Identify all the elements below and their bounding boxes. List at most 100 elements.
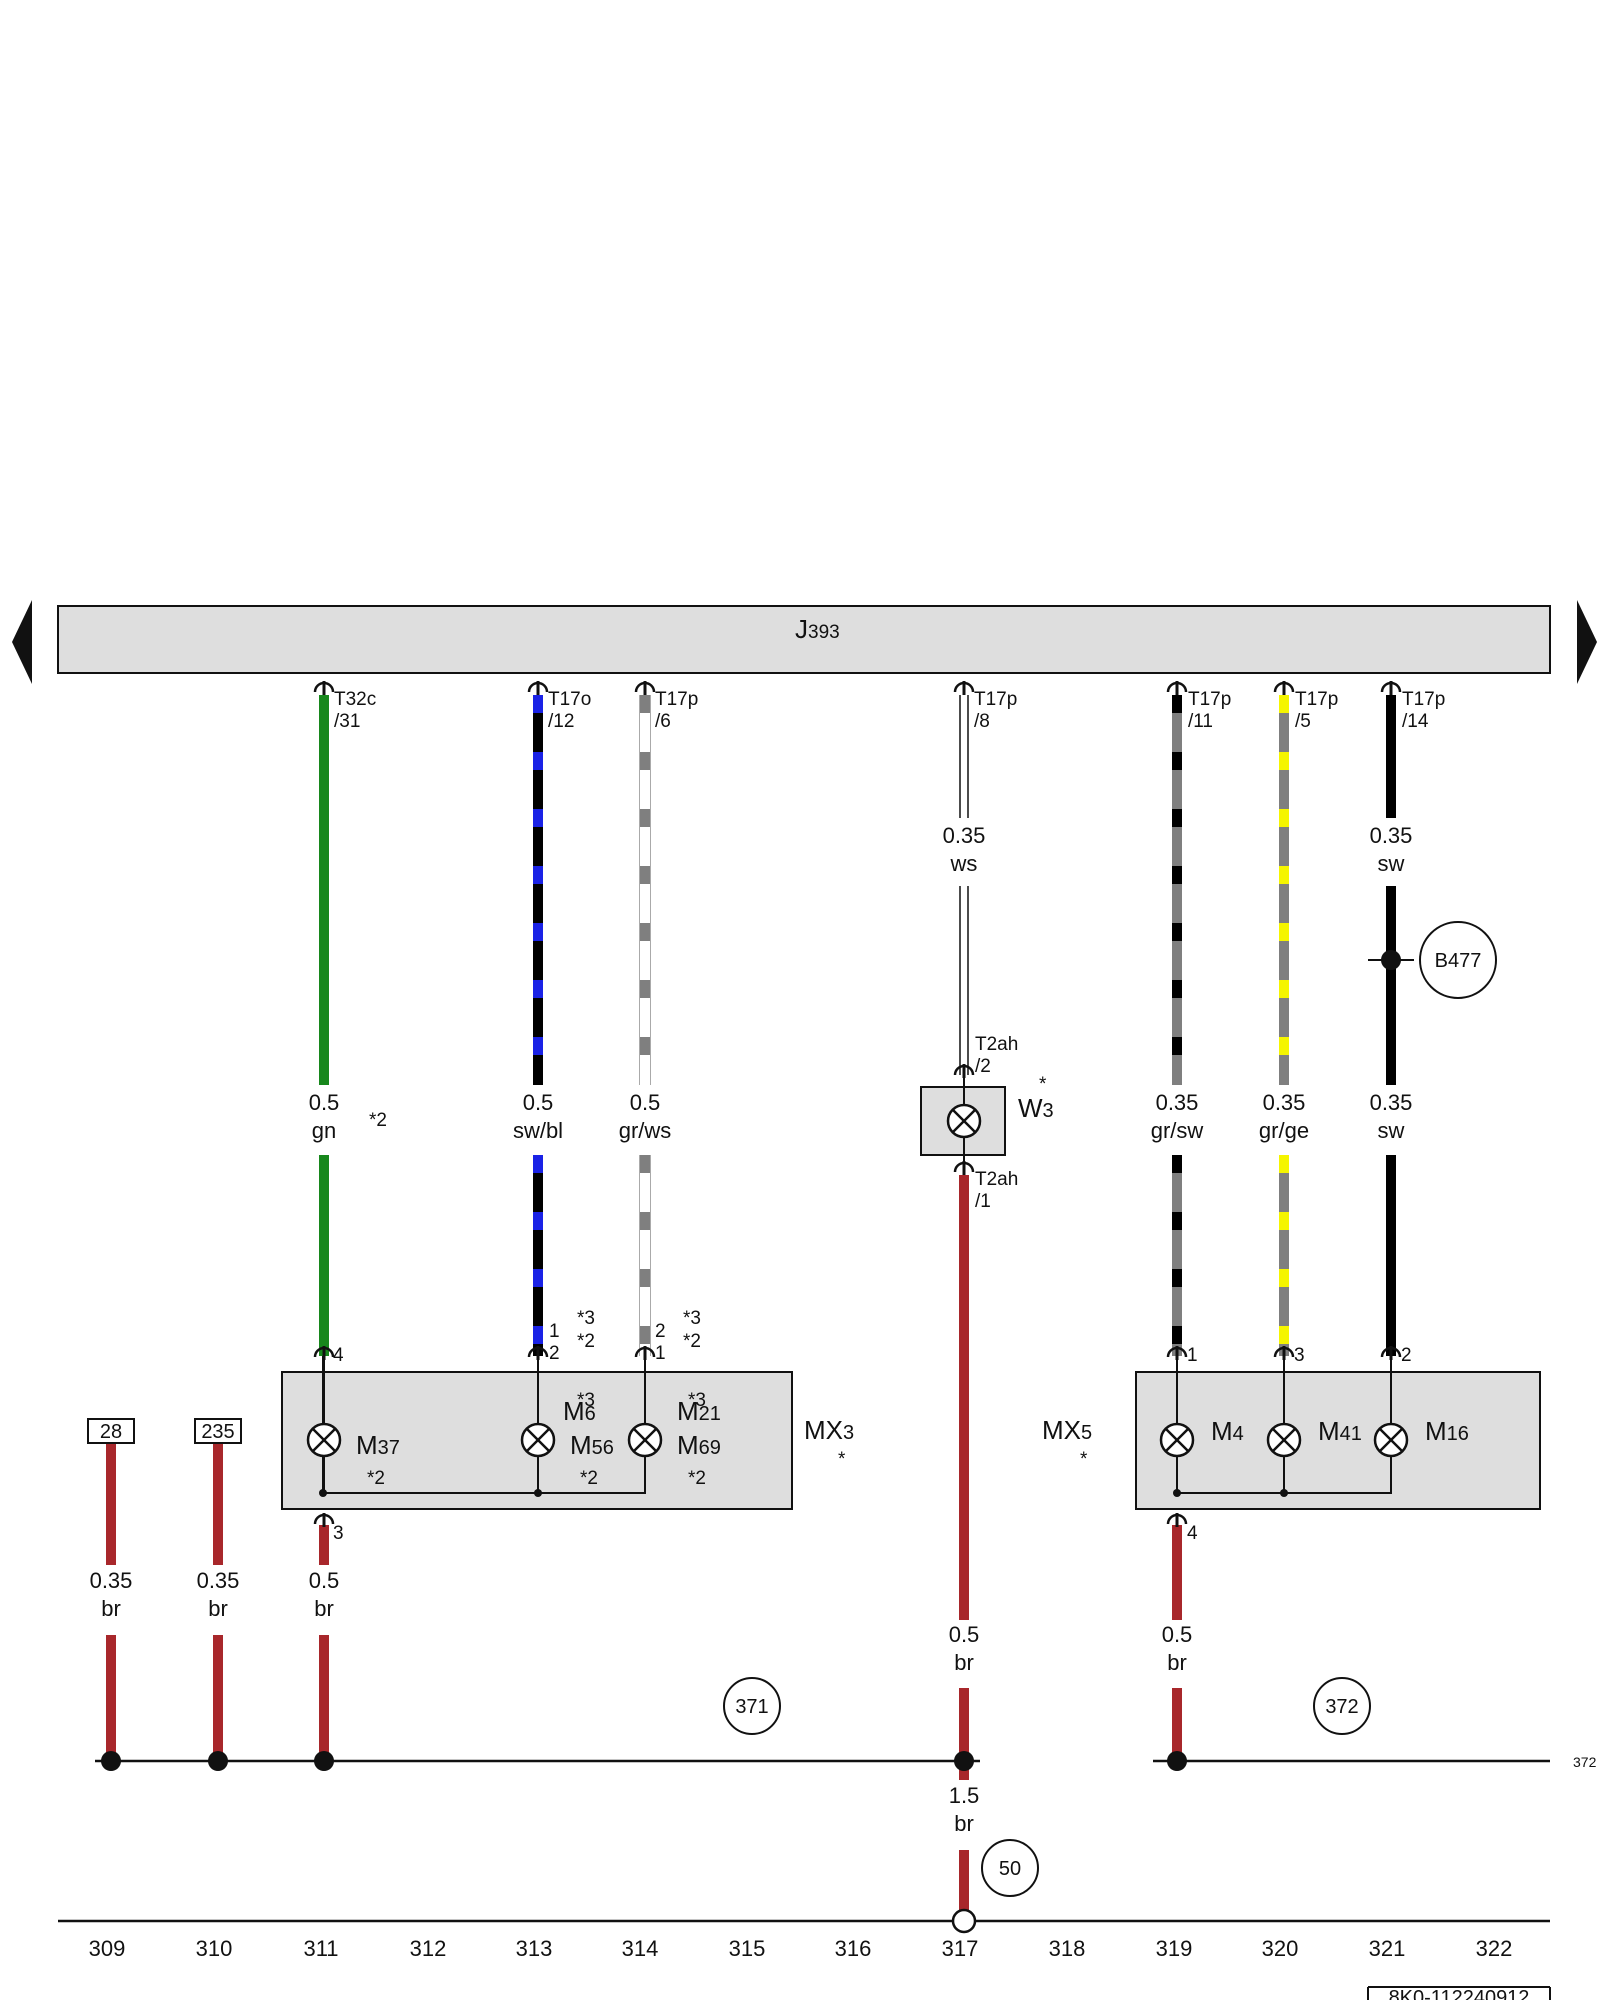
mx5-label: MX5: [1042, 1415, 1092, 1445]
m21-label: M21: [677, 1396, 721, 1426]
ref-circle-371[interactable]: [723, 1677, 781, 1735]
track-number: 311: [303, 1936, 338, 1961]
pin-m21-2: 2: [655, 1321, 666, 1342]
m4-label: M4: [1211, 1416, 1244, 1446]
pin-mx5-2: 2: [1401, 1345, 1412, 1366]
track-number: 312: [410, 1936, 447, 1961]
ground-junction-317: [954, 1751, 974, 1771]
pin-m6-2: 2: [549, 1343, 560, 1364]
pin-mx5-4: 4: [1187, 1523, 1198, 1544]
component-label-layer: MX3 * MX5 * W3 * M37 *2 M6 *3 M56 *2 M21…: [356, 1074, 1469, 1489]
conn-311-pin: /31: [334, 711, 360, 732]
m6-note: *3: [577, 1390, 595, 1411]
m16-label: M16: [1425, 1416, 1469, 1446]
w3-label: W3: [1018, 1093, 1054, 1123]
control-unit-j393-label: J393: [795, 614, 840, 644]
conn-320-code: T17p: [1295, 689, 1338, 710]
ref-circle-b477[interactable]: [1419, 921, 1497, 999]
lamp-layer: [306, 1075, 1409, 1493]
wire-label-layer: 0.5 gn *2 0.5 sw/bl 0.5 gr/ws 0.35 ws 0.…: [90, 823, 1413, 1836]
wire-311-note: *2: [369, 1110, 387, 1131]
ref-circle-50[interactable]: [981, 1839, 1039, 1897]
control-unit-j393-box[interactable]: [57, 605, 1551, 674]
track-number: 313: [516, 1936, 553, 1961]
wire-313-size: 0.5: [523, 1090, 554, 1115]
ref-372-label: 372: [1325, 1696, 1358, 1718]
boxed-ref-28-label: 28: [100, 1421, 122, 1443]
wire-310-color: br: [208, 1596, 228, 1621]
ref-circle-372[interactable]: [1313, 1677, 1371, 1735]
track-number: 316: [835, 1936, 872, 1961]
ref-371-label: 371: [735, 1696, 768, 1718]
mx5-star: *: [1080, 1449, 1088, 1470]
next-page-arrow[interactable]: [1577, 600, 1597, 684]
conn-311-code: T32c: [334, 689, 376, 710]
wire-321a-size: 0.35: [1370, 823, 1413, 848]
previous-page-arrow[interactable]: [12, 600, 32, 684]
wire-311b-size: 0.5: [309, 1568, 340, 1593]
track-number: 310: [196, 1936, 233, 1961]
pin-mx3-3: 3: [333, 1523, 344, 1544]
wire-319-size: 0.35: [1156, 1090, 1199, 1115]
wire-319b-size: 0.5: [1162, 1622, 1193, 1647]
boxed-ref-28[interactable]: [87, 1418, 135, 1444]
lamp-m41-cross-b: [1272, 1428, 1296, 1452]
wire-317b-size: 0.5: [949, 1622, 980, 1647]
boxed-ref-235[interactable]: [194, 1418, 242, 1444]
doc-id: 8K0-112240912: [1389, 1987, 1530, 2000]
boxed-ref-235-label: 235: [201, 1421, 234, 1443]
wire-313-color: sw/bl: [513, 1118, 563, 1143]
pin-mx5-1: 1: [1187, 1345, 1198, 1366]
conn-314-pin: /6: [655, 711, 671, 732]
wire-311-color: gn: [312, 1118, 336, 1143]
conn-320-pin: /5: [1295, 711, 1311, 732]
conn-319-pin: /11: [1188, 711, 1213, 732]
pin-mx3-4: 4: [333, 1345, 344, 1366]
ref-50-label: 50: [999, 1858, 1021, 1880]
ground-junction-309: [101, 1751, 121, 1771]
ground-junction-319: [1167, 1751, 1187, 1771]
wire-317g-color: br: [954, 1811, 974, 1836]
conn-313-pin: /12: [548, 711, 574, 732]
wire-321a-color: sw: [1378, 851, 1405, 876]
note-314-a: *3: [683, 1308, 701, 1329]
conn-321-pin: /14: [1402, 711, 1429, 732]
wire-320-color: gr/ge: [1259, 1118, 1309, 1143]
wire-314-color: gr/ws: [619, 1118, 672, 1143]
m37-note: *2: [367, 1468, 385, 1489]
wire-311-size: 0.5: [309, 1090, 340, 1115]
wire-311b-color: br: [314, 1596, 334, 1621]
conn-321-code: T17p: [1402, 689, 1445, 710]
wire-309-size: 0.35: [90, 1568, 133, 1593]
edge-ref-372[interactable]: 372: [1573, 1754, 1597, 1770]
conn-t2ah-bot-code: T2ah: [975, 1169, 1018, 1190]
wire-320-size: 0.35: [1263, 1090, 1306, 1115]
m41-label: M41: [1318, 1416, 1362, 1446]
wire-317-size: 0.35: [943, 823, 986, 848]
connector-labels: T32c /31 T17o /12 T17p /6 T17p /8 T17p /…: [334, 689, 1445, 1212]
track-number: 319: [1156, 1936, 1193, 1961]
conn-317-code: T17p: [974, 689, 1017, 710]
wire-321b-size: 0.35: [1370, 1090, 1413, 1115]
track-number: 321: [1369, 1936, 1406, 1961]
conn-313-code: T17o: [548, 689, 591, 710]
m56-note: *2: [580, 1468, 598, 1489]
w3-star: *: [1039, 1074, 1047, 1095]
wire-310-size: 0.35: [197, 1568, 240, 1593]
ground-point-317[interactable]: [951, 1908, 977, 1934]
mx5-housing[interactable]: [1135, 1371, 1541, 1510]
lamp-m4-cross-b: [1165, 1428, 1189, 1452]
connector-layer: [313, 681, 1402, 1527]
wire-319-color: gr/sw: [1151, 1118, 1204, 1143]
pin-number-layer: 4 3 1 2 2 1 1 3 2 4 *3 *2 *3 *2: [333, 1308, 1412, 1544]
m69-note: *2: [688, 1468, 706, 1489]
note-313-a: *3: [577, 1308, 595, 1329]
track-number: 318: [1049, 1936, 1086, 1961]
m37-label: M37: [356, 1430, 400, 1460]
track-number: 309: [89, 1936, 126, 1961]
conn-317-pin: /8: [974, 711, 990, 732]
lamp-m16-cross-b: [1379, 1428, 1403, 1452]
conn-t2ah-top-pin: /2: [975, 1056, 991, 1077]
